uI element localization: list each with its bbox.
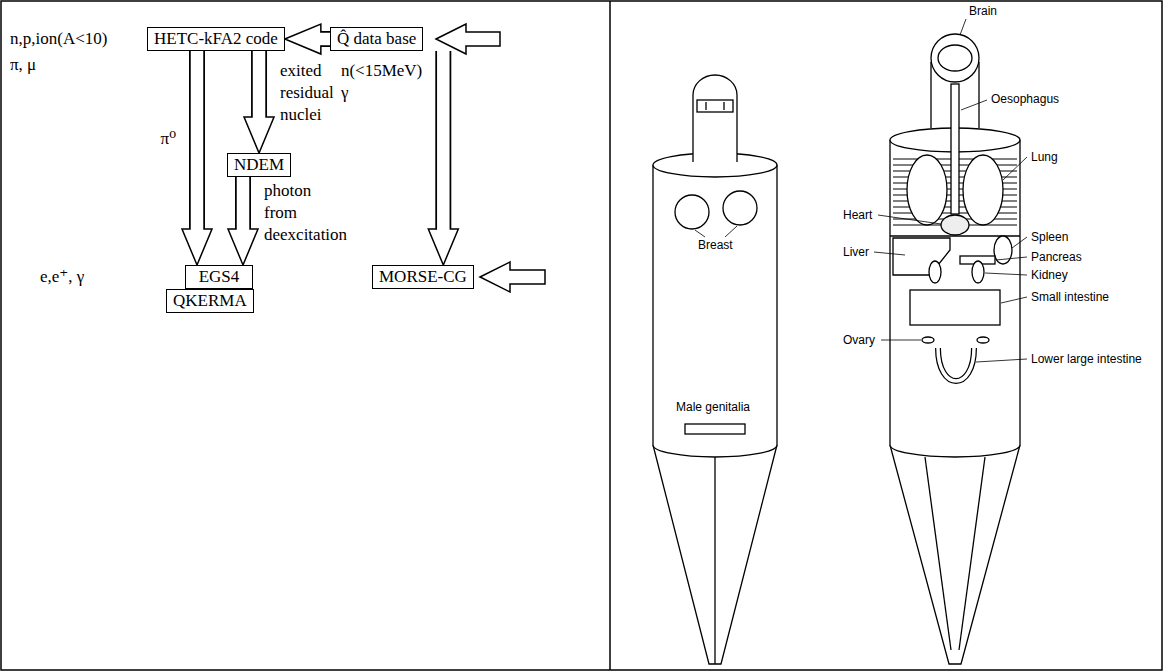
oesophagus-shape	[951, 84, 959, 214]
arrow-shaft-inner	[437, 51, 450, 231]
leader-line	[985, 273, 1027, 275]
leader-line	[961, 100, 987, 110]
leg-bone	[959, 457, 985, 650]
arrow-label: photon from deexcitation	[264, 180, 347, 246]
process-box: Q̂ data base	[330, 27, 423, 51]
head-mark	[705, 102, 706, 110]
hollow-arrow	[244, 51, 274, 153]
hollow-arrow	[428, 51, 458, 265]
box-label: MORSE-CG	[379, 267, 467, 287]
organ-label: Male genitalia	[675, 400, 751, 414]
hollow-arrow	[228, 177, 258, 265]
hollow-arrow	[182, 51, 212, 265]
process-box: NDEM	[227, 153, 291, 177]
arrow-shaft-inner	[237, 177, 250, 231]
lung-shape	[907, 155, 947, 225]
leader-line	[1001, 297, 1027, 303]
kidney-shape	[972, 261, 984, 283]
breast-shape	[723, 191, 757, 225]
leader-line	[1003, 157, 1027, 180]
arrow-shaft-inner	[191, 51, 204, 231]
ovary-shape	[922, 337, 934, 343]
organ-label: Ovary	[842, 333, 876, 347]
brain-shape	[931, 34, 979, 82]
phantom-head	[693, 75, 737, 162]
organ-label: Liver	[842, 245, 870, 259]
leader-line	[976, 359, 1027, 362]
organ-label: Heart	[842, 208, 873, 222]
organ-label: Small intestine	[1030, 290, 1110, 304]
leader-line	[874, 252, 905, 255]
leader-line	[695, 230, 705, 237]
leader-line	[996, 257, 1027, 260]
arrow-label: π⁰	[161, 128, 176, 150]
process-box: MORSE-CG	[372, 265, 474, 289]
input-arrow	[436, 24, 500, 54]
box-label: QKERMA	[173, 291, 247, 311]
arrow-head	[182, 229, 212, 265]
brain-inner	[938, 45, 972, 71]
leg-split	[714, 457, 715, 664]
arrow-label: exited residual nuclei	[280, 60, 334, 126]
head-mark	[723, 102, 724, 110]
table-divider	[609, 1, 611, 670]
phantom-legs	[653, 445, 777, 664]
organ-label: Oesophagus	[990, 92, 1060, 106]
ovary-shape	[977, 337, 989, 343]
small-intestine-shape	[910, 290, 1000, 325]
head-band	[697, 100, 733, 112]
phantom-legs	[890, 445, 1020, 664]
leader-line	[960, 19, 966, 35]
organ-label: Lower large intestine	[1030, 352, 1143, 366]
organ-label: Kidney	[1030, 268, 1069, 282]
arrow-shaft-inner	[319, 33, 330, 46]
leader-line	[881, 340, 921, 341]
organ-label: Brain	[968, 4, 998, 18]
process-box: QKERMA	[166, 289, 254, 313]
organ-label: Lung	[1030, 150, 1059, 164]
large-intestine-inner	[938, 348, 974, 381]
particle-label: e,e⁺, γ	[40, 266, 84, 288]
organ-label: Breast	[697, 238, 734, 252]
organ-label: Pancreas	[1030, 250, 1083, 264]
leader-line	[878, 215, 941, 224]
arrow-head	[244, 117, 274, 153]
arrow-head	[428, 229, 458, 265]
leg-bone	[925, 457, 951, 650]
arrow-shaft-inner	[253, 51, 266, 119]
arrow-head	[285, 24, 321, 54]
input-arrow	[480, 262, 545, 292]
hollow-arrow	[285, 24, 330, 54]
phantom-trunk	[653, 165, 777, 457]
large-intestine-shape	[938, 348, 974, 381]
organ-label: Spleen	[1030, 230, 1069, 244]
heart-shape	[941, 215, 969, 235]
box-label: EGS4	[192, 267, 246, 287]
particle-label: π, μ	[10, 54, 36, 76]
process-box: HETC-kFA2 code	[147, 27, 285, 51]
box-label: HETC-kFA2 code	[154, 29, 278, 49]
lung-shape	[963, 155, 1003, 225]
box-label: Q̂ data base	[337, 29, 416, 49]
leader-line	[725, 226, 737, 237]
arrow-label: n(<15MeV) γ	[341, 60, 422, 104]
leader-line	[1012, 237, 1027, 248]
arrow-head	[228, 229, 258, 265]
breast-shape	[675, 195, 709, 229]
particle-label: n,p,ion(A<10)	[10, 28, 107, 50]
process-box: EGS4	[185, 265, 253, 289]
kidney-shape	[929, 261, 941, 283]
box-label: NDEM	[234, 155, 284, 175]
genitalia-shape	[685, 424, 745, 434]
